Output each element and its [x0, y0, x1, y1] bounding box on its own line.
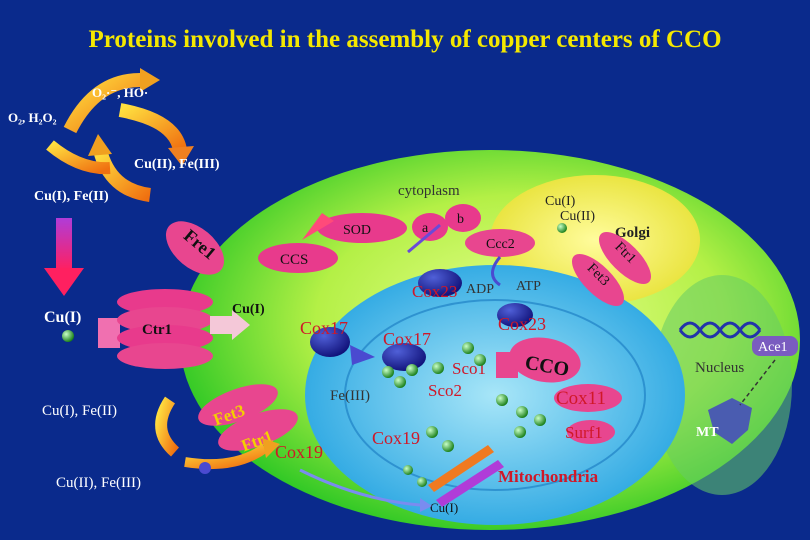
- reduction-down-arrow: [44, 218, 84, 296]
- cco-complex: [509, 337, 581, 383]
- cu-import-arrow-head: [420, 498, 432, 512]
- protein-b: [445, 204, 481, 232]
- label-cu2-golgi: Cu(II): [560, 209, 595, 224]
- mt-protein: [708, 398, 752, 444]
- ccs-to-sod-arrow: [302, 213, 334, 240]
- cox17-mito-label: Cox17: [383, 329, 431, 349]
- cox23-cyto-blob: [418, 269, 462, 297]
- cox23-mito-label: Cox23: [498, 314, 546, 334]
- fre1-protein: Fre1: [165, 221, 225, 275]
- surf1-label: Surf1: [565, 423, 603, 442]
- ace1-protein: [752, 336, 798, 356]
- copper-ion-dot: [62, 330, 74, 342]
- ace1-mt-link: [739, 359, 776, 406]
- cox23-mito-blob: [497, 303, 533, 327]
- diagram-title: Proteins involved in the assembly of cop…: [88, 26, 721, 53]
- cox19-mito-label: Cox19: [372, 428, 420, 448]
- mito-import-arrows: [428, 445, 504, 507]
- label-o2-h2o2: O₂, H₂O₂: [8, 110, 57, 125]
- fet3-golgi-protein: [572, 254, 624, 306]
- cox11-protein: [554, 384, 622, 412]
- label-cu1-left: Cu(I): [44, 309, 81, 326]
- label-cu1-fe2-top: Cu(I), Fe(II): [34, 189, 109, 204]
- ccc2-protein: [465, 229, 535, 257]
- label-fe3-mito: Fe(III): [330, 388, 370, 404]
- atp-label: ATP: [516, 279, 541, 294]
- cytoplasm-label: cytoplasm: [398, 183, 460, 199]
- mitochondria-label: Mitochondria: [498, 467, 599, 486]
- ctr1-label: Ctr1: [142, 322, 172, 338]
- nucleus: [652, 275, 792, 495]
- cytoplasm-arrow: [407, 223, 441, 254]
- protein-b-label: b: [457, 212, 464, 227]
- golgi-label: Golgi: [615, 225, 650, 241]
- label-cu1-bottom: Cu(I): [430, 500, 458, 515]
- ccs-protein: [258, 243, 338, 273]
- ccc2-label: Ccc2: [486, 237, 515, 252]
- label-cu1-fe2-bottom: Cu(I), Fe(II): [42, 403, 117, 419]
- dna-helix-icon-strand2: [678, 321, 762, 339]
- protein-a-label: a: [422, 221, 429, 236]
- cox17-mito-blob: [382, 343, 426, 371]
- cox17-cyto-label: Cox17: [300, 318, 348, 338]
- label-cu1-golgi: Cu(I): [545, 194, 576, 209]
- sod-label: SOD: [343, 223, 371, 238]
- cox17-cyto-blob: [310, 327, 350, 357]
- label-cu1-membrane: Cu(I): [232, 302, 265, 317]
- mito-copper-dots: [382, 342, 546, 487]
- adp-label: ADP: [466, 282, 494, 297]
- protein-a: [412, 213, 448, 241]
- sod-protein: [317, 213, 407, 243]
- label-superoxide: O₂·⁻, HO·: [92, 85, 148, 100]
- cox11-label: Cox11: [556, 388, 606, 409]
- mitochondrion-inner-membrane: [344, 299, 646, 491]
- fet3-ftr1-left: [198, 384, 298, 451]
- mitochondrion: [305, 265, 685, 525]
- cox19-cyto-label: Cox19: [275, 442, 323, 462]
- ftr1-golgi-protein: [599, 232, 651, 284]
- label-cu2-fe3-bottom: Cu(II), Fe(III): [56, 475, 141, 491]
- label-cu2-fe3-top: Cu(II), Fe(III): [134, 157, 220, 172]
- ace1-label: Ace1: [758, 340, 788, 355]
- golgi-copper-dot: [557, 223, 567, 233]
- ccs-label: CCS: [280, 252, 308, 268]
- iron-cycle-arrows: [155, 396, 280, 474]
- cox23-cyto-label: Cox23: [412, 282, 457, 301]
- redox-cycle-arrows: [46, 68, 194, 202]
- nucleus-label: Nucleus: [695, 360, 744, 376]
- mt-label: MT: [696, 425, 719, 440]
- surf1-protein: [567, 420, 615, 444]
- sco2-label: Sco2: [428, 381, 462, 400]
- ctr1-transporter: [98, 289, 250, 369]
- ccc2-arrow: [491, 256, 502, 287]
- cox17-arrow: [350, 345, 375, 365]
- cu-import-arrow: [299, 468, 421, 507]
